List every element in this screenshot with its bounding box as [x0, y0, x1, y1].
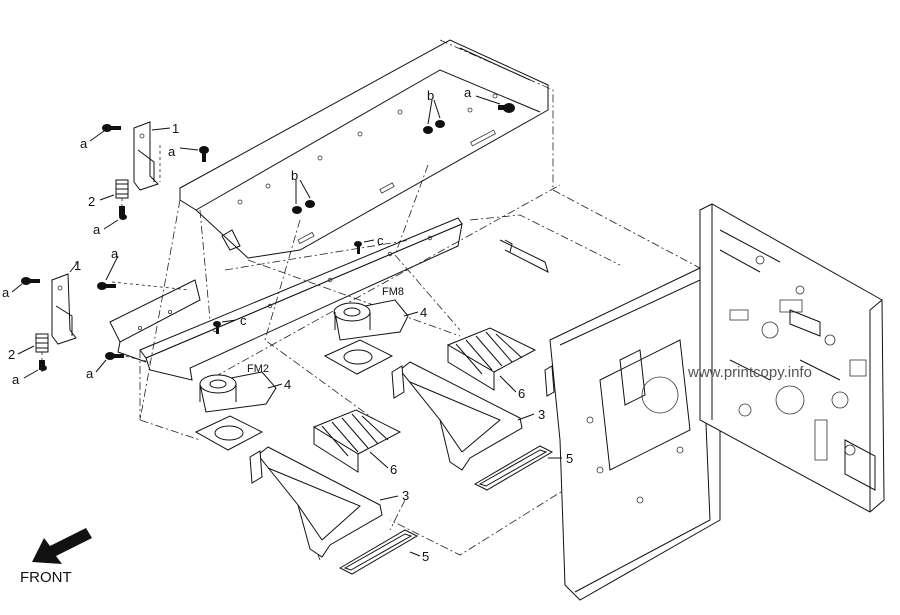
watermark-text: www.printcopy.info [687, 364, 812, 381]
callout-b: b [291, 168, 298, 183]
callout-a: a [168, 144, 176, 159]
callout-a: a [111, 246, 119, 261]
callout-a: a [80, 136, 88, 151]
callout-b: b [427, 88, 434, 103]
callout-a: a [93, 222, 101, 237]
inner-frame [544, 267, 721, 601]
callout-leaders [11, 95, 562, 557]
top-plate [179, 39, 549, 259]
callout-c: c [240, 313, 247, 328]
duct-lower [312, 409, 402, 473]
part-1-lower [51, 273, 77, 345]
screw-c-icon-2 [213, 321, 221, 334]
gasket-upper [473, 445, 554, 491]
callout-4: 4 [420, 305, 427, 320]
screw-b-icon-2 [305, 200, 315, 208]
screw-b-icon-4 [435, 120, 445, 128]
screw-a-icon-2 [199, 146, 209, 162]
fan-fm2 [194, 371, 277, 451]
screw-b-icon-3 [423, 126, 433, 134]
callout-4: 4 [284, 377, 291, 392]
part-2-lower [35, 333, 49, 370]
fan-fm2-label: FM2 [247, 363, 269, 375]
callout-2: 2 [88, 194, 95, 209]
callout-3: 3 [538, 407, 545, 422]
screw-a-icon-4 [21, 277, 40, 285]
screw-a-icon-1 [102, 124, 121, 132]
screw-c-icon-1 [354, 241, 362, 254]
callout-6: 6 [518, 386, 525, 401]
callout-2: 2 [8, 347, 15, 362]
screw-a-icon-8 [498, 103, 515, 113]
callout-labels: a a a a a a a a b b c c 1 1 2 2 3 3 4 4 … [2, 85, 573, 564]
callout-5: 5 [422, 549, 429, 564]
duct-upper [446, 327, 537, 391]
screw-a-icon-7 [39, 365, 47, 371]
front-label: FRONT [20, 569, 72, 586]
left-bracket [109, 279, 201, 363]
callout-a: a [86, 366, 94, 381]
part-2-upper [115, 179, 129, 216]
screw-b-icon-1 [292, 206, 302, 214]
callout-c: c [377, 233, 384, 248]
callout-a: a [12, 372, 20, 387]
front-arrow-icon [32, 528, 92, 564]
callout-5: 5 [566, 451, 573, 466]
screw-icons [21, 103, 515, 371]
callout-3: 3 [402, 488, 409, 503]
gasket-lower [338, 529, 419, 575]
channel-guide-upper [391, 361, 523, 471]
callout-6: 6 [390, 462, 397, 477]
screw-a-icon-6 [105, 352, 124, 360]
screw-a-icon-3 [119, 214, 127, 220]
callout-a: a [464, 85, 472, 100]
callout-1: 1 [172, 121, 179, 136]
screw-a-icon-5 [97, 282, 116, 290]
fan-fm8 [323, 299, 409, 375]
channel-guide-lower [249, 446, 383, 558]
side-frame [699, 203, 885, 513]
fan-fm8-label: FM8 [382, 286, 404, 298]
callout-a: a [2, 285, 10, 300]
part-1-upper [133, 121, 159, 191]
callout-1: 1 [74, 258, 81, 273]
